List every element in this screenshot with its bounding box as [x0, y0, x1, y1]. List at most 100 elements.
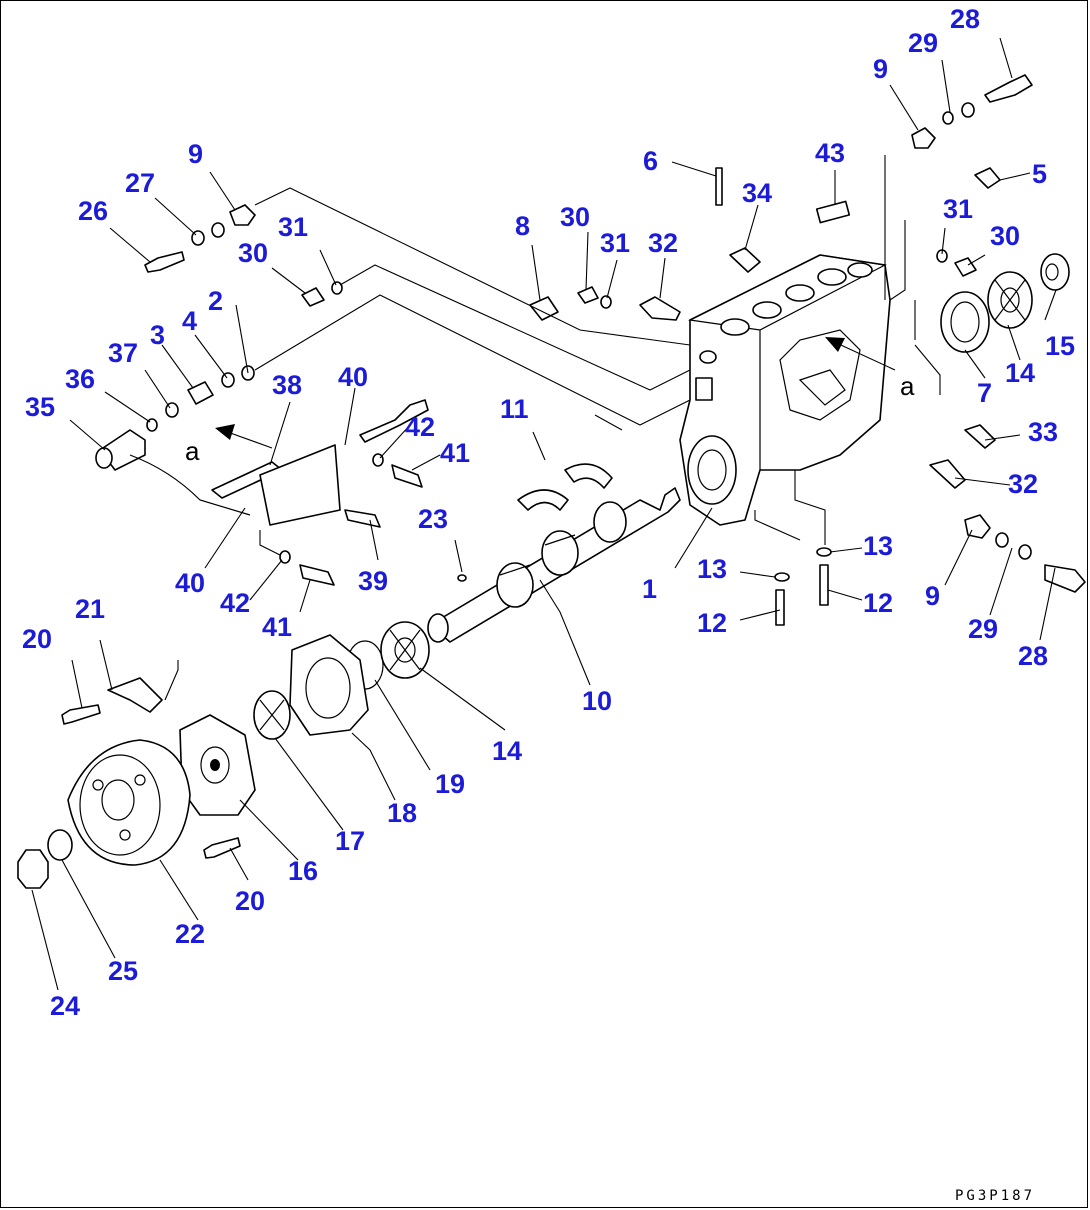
callout-28-top: 28	[950, 4, 980, 34]
drive-22	[67, 739, 191, 866]
bolt-32b	[929, 459, 966, 489]
callout-22: 22	[175, 919, 205, 949]
bolt-32a	[639, 296, 681, 321]
plate-43	[815, 200, 851, 224]
callout-9-left: 9	[188, 139, 203, 169]
plug-5	[974, 167, 1001, 189]
callout-15: 15	[1045, 331, 1075, 361]
washer-27b	[211, 222, 225, 238]
nut-24	[17, 849, 49, 889]
coupling-left	[380, 621, 430, 679]
callout-25: 25	[108, 956, 138, 986]
washer-31b	[600, 295, 612, 309]
fitting-34	[729, 247, 761, 273]
callout-40-top: 40	[338, 362, 368, 392]
coupling-right	[987, 271, 1033, 329]
callout-36: 36	[65, 364, 95, 394]
stud-6	[715, 167, 723, 206]
callout-21: 21	[75, 594, 105, 624]
callout-41-bottom: 41	[262, 612, 292, 642]
callout-1: 1	[642, 574, 657, 604]
fitting-8	[529, 296, 559, 321]
callout-13-right: 13	[863, 531, 893, 561]
bolt-26	[144, 251, 185, 273]
bolt-12b	[819, 564, 829, 606]
callout-12-right: 12	[863, 588, 893, 618]
callout-5: 5	[1032, 159, 1047, 189]
fitting-30c	[954, 257, 977, 277]
camshaft	[427, 487, 681, 643]
callout-14-right: 14	[1005, 358, 1035, 388]
nut-9c	[964, 514, 991, 539]
solenoid-35	[95, 429, 251, 516]
parts-layer	[17, 74, 1086, 889]
callout-29-bottom: 29	[968, 614, 998, 644]
washer-42b	[279, 550, 291, 564]
bolt-12a	[775, 589, 785, 626]
callout-37: 37	[108, 338, 138, 368]
bolt-20a	[61, 704, 101, 725]
flange-16	[179, 714, 256, 816]
washer-29d	[1018, 544, 1032, 560]
fitting-30b	[577, 286, 599, 304]
callout-30-right: 30	[990, 221, 1020, 251]
callout-11: 11	[500, 394, 529, 424]
callout-6: 6	[643, 146, 658, 176]
callout-20-bottom: 20	[235, 886, 265, 916]
callout-31-right: 31	[943, 194, 973, 224]
bolt-39	[344, 509, 381, 528]
callout-2: 2	[208, 286, 223, 316]
bolt-41b	[299, 564, 335, 586]
figure-code: PG3P187	[955, 1188, 1035, 1204]
key-23	[457, 574, 467, 582]
fitting-3	[187, 381, 214, 405]
cover-18	[289, 634, 369, 736]
callout-17: 17	[335, 826, 365, 856]
washer-4	[221, 372, 235, 388]
bolt-33	[964, 424, 996, 449]
callout-labels: 1 2 3 5 4 6 7 8 9 9 9 10 11 12 12 13 13 …	[22, 4, 1075, 1021]
callout-32-top: 32	[648, 228, 678, 258]
callout-42-bottom: 42	[220, 588, 250, 618]
washer-25	[47, 829, 73, 861]
washer-31a	[331, 281, 343, 295]
bolt-41a	[391, 464, 423, 488]
view-mark-right: a	[825, 337, 915, 401]
connector-40	[359, 399, 429, 443]
callout-31-middle: 31	[600, 228, 630, 258]
callout-16: 16	[288, 856, 318, 886]
washer-29b	[961, 102, 975, 118]
callout-14-left: 14	[492, 736, 522, 766]
callout-31-left: 31	[278, 212, 308, 242]
bolt-20b	[203, 837, 241, 859]
bracket-21	[107, 677, 163, 713]
callout-8: 8	[515, 211, 530, 241]
nut-9b	[911, 127, 936, 149]
callout-30-middle: 30	[560, 202, 590, 232]
bracket-40	[259, 444, 341, 526]
callout-26: 26	[78, 196, 108, 226]
callout-9-right: 9	[925, 581, 940, 611]
callout-23: 23	[418, 504, 448, 534]
callout-19: 19	[435, 769, 465, 799]
nut-9a	[229, 204, 256, 226]
bolt-28a	[984, 74, 1033, 103]
callout-13-left: 13	[697, 554, 727, 584]
callout-3: 3	[150, 320, 165, 350]
callout-33: 33	[1028, 417, 1058, 447]
callout-43: 43	[815, 138, 845, 168]
callout-39: 39	[358, 566, 388, 596]
callout-27: 27	[125, 168, 155, 198]
callout-7: 7	[977, 378, 992, 408]
washer-13b	[816, 547, 832, 557]
callout-34: 34	[742, 178, 772, 208]
washer-13a	[774, 572, 790, 582]
injection-lines	[254, 187, 691, 431]
fitting-30a	[301, 287, 325, 307]
view-mark-left: a	[185, 424, 273, 466]
callout-24: 24	[50, 991, 80, 1021]
ring-7	[940, 291, 990, 353]
callout-18: 18	[387, 798, 417, 828]
